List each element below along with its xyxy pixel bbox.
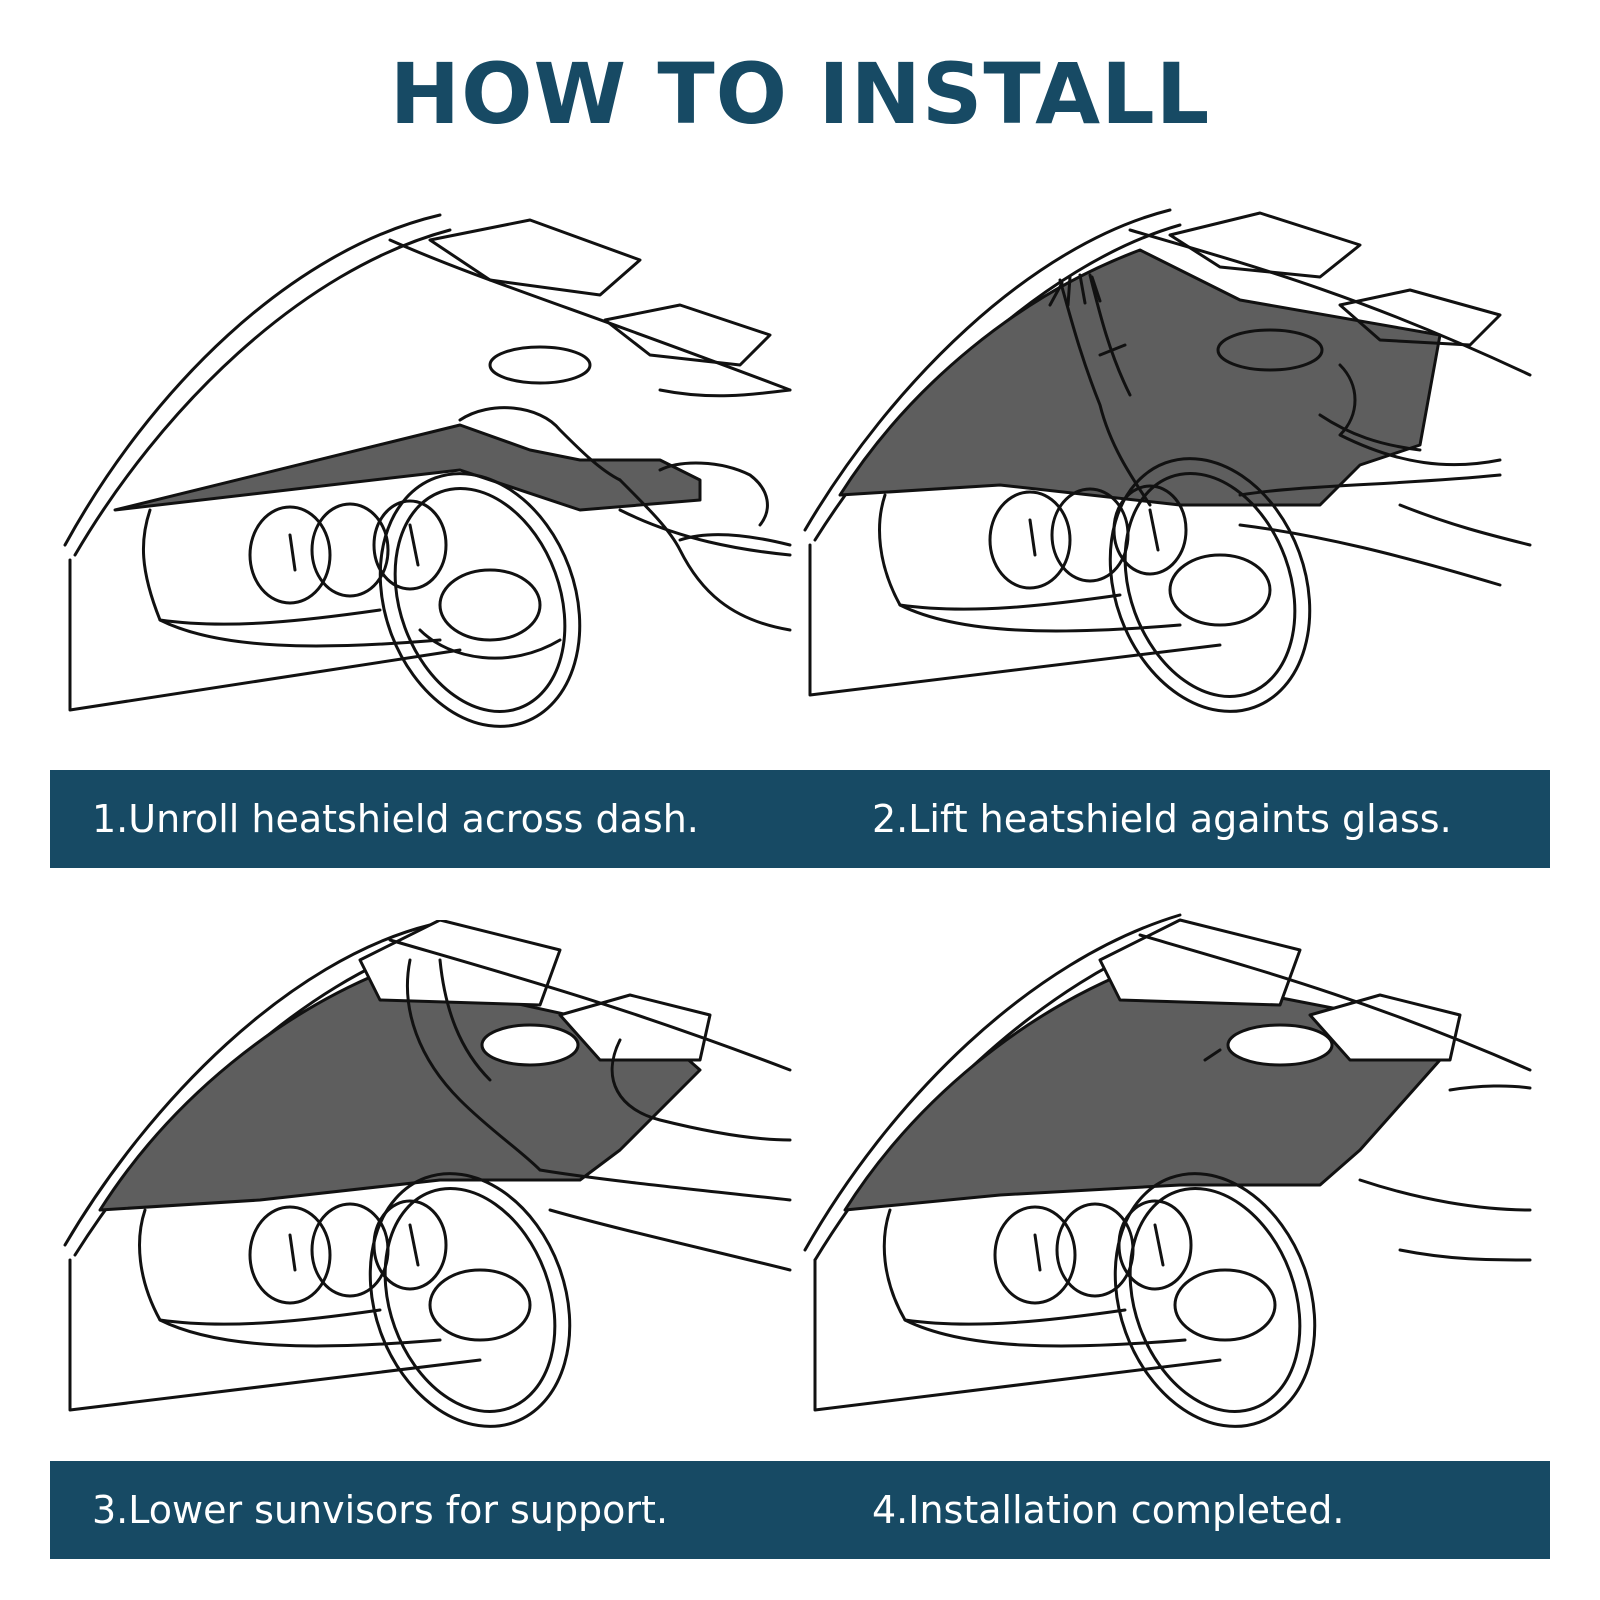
- caption-band-bottom: 3.Lower sunvisors for support. 4.Install…: [50, 1461, 1550, 1559]
- step-1-caption: 1.Unroll heatshield across dash.: [92, 797, 699, 841]
- page-title: HOW TO INSTALL: [389, 45, 1211, 143]
- step-2-illustration: [800, 205, 1540, 730]
- step-3-illustration: [60, 920, 800, 1440]
- step-1-illustration: [60, 210, 800, 730]
- step-3-caption: 3.Lower sunvisors for support.: [92, 1488, 669, 1532]
- step-2-caption: 2.Lift heatshield againts glass.: [872, 797, 1452, 841]
- step-4-illustration: [800, 910, 1540, 1440]
- step-4-caption: 4.Installation completed.: [872, 1488, 1345, 1532]
- caption-band-top: 1.Unroll heatshield across dash. 2.Lift …: [50, 770, 1550, 868]
